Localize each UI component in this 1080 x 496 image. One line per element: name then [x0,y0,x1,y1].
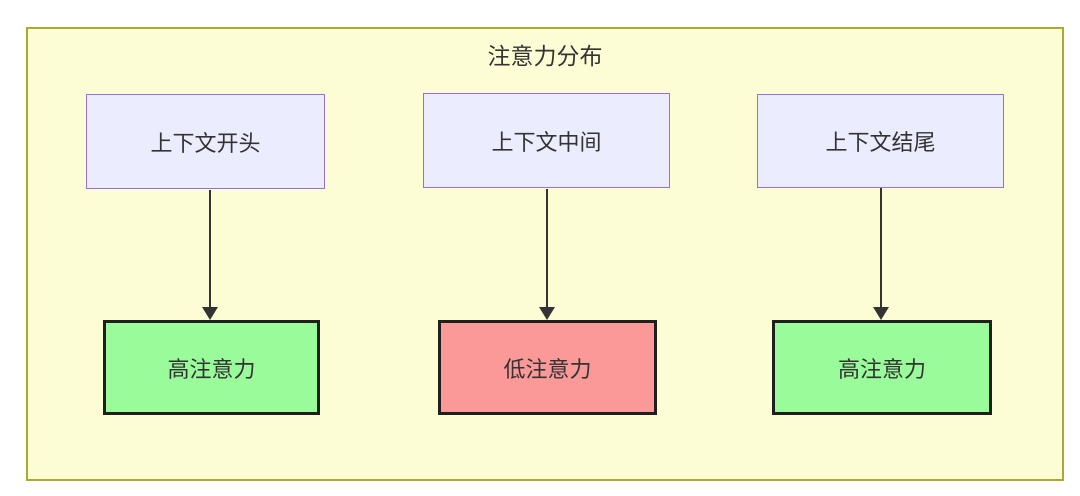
node-high-attention-1: 高注意力 [103,320,320,415]
node-context-end: 上下文结尾 [757,94,1004,188]
arrowhead-down-icon [873,307,889,320]
node-context-end-label: 上下文结尾 [825,130,936,155]
arrow-start-to-high [202,190,218,320]
arrowhead-down-icon [539,307,555,320]
node-context-start-label: 上下文开头 [150,130,261,156]
node-high-attention-2-label: 高注意力 [837,356,926,382]
arrow-end-to-high [873,188,889,320]
node-high-attention-1-label: 高注意力 [167,356,256,382]
diagram-title: 注意力分布 [487,43,603,69]
arrow-middle-to-low [539,189,555,320]
node-high-attention-2: 高注意力 [772,320,992,415]
arrow-line [546,189,548,307]
node-context-start: 上下文开头 [86,94,325,189]
node-low-attention: 低注意力 [438,320,657,415]
arrow-line [880,188,882,307]
node-low-attention-label: 低注意力 [503,356,592,382]
node-context-middle: 上下文中间 [423,93,670,188]
arrow-line [209,190,211,307]
arrowhead-down-icon [202,307,218,320]
node-context-middle-label: 上下文中间 [491,129,602,155]
